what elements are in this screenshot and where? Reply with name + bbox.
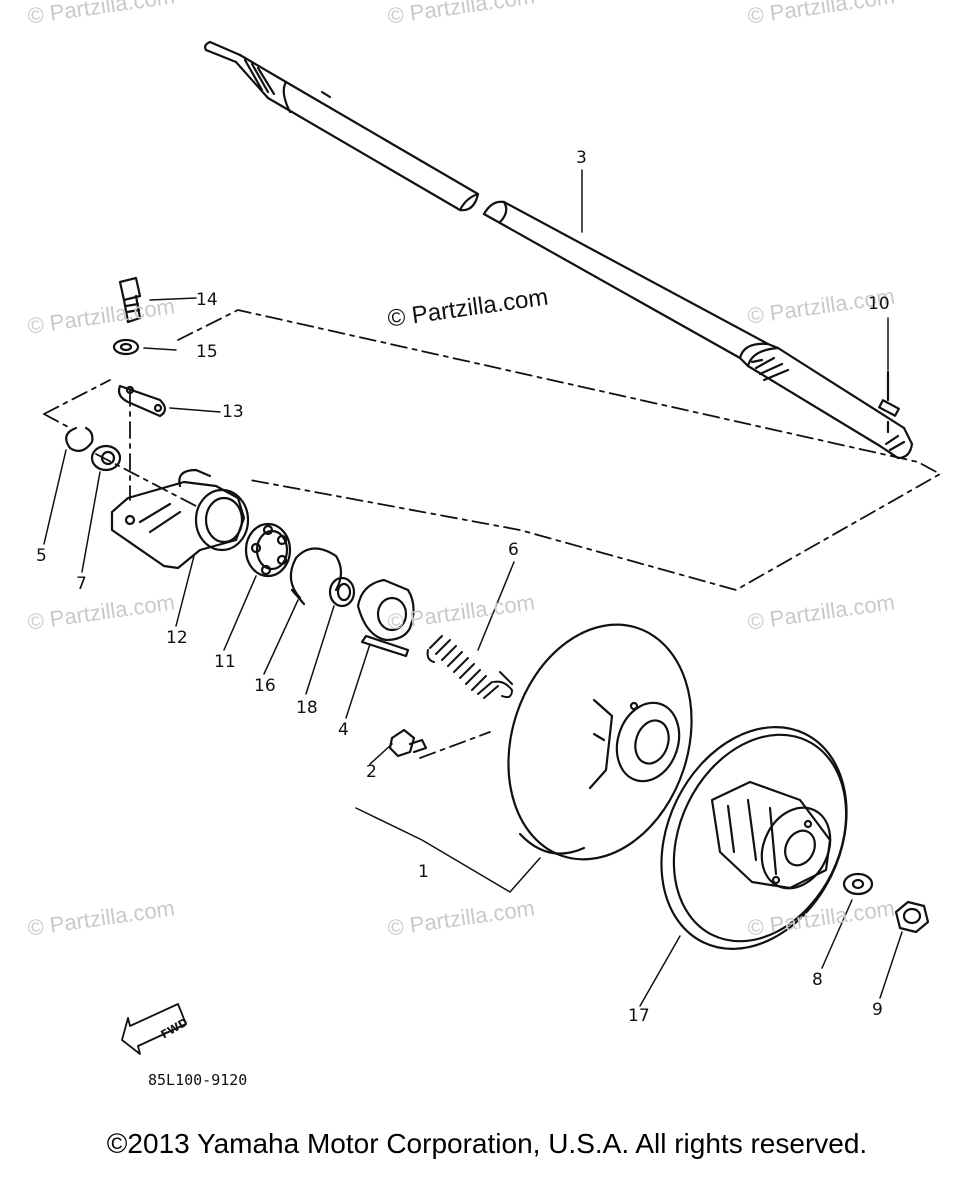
callout-15: 15 [196,342,218,362]
callout-12: 12 [166,628,188,648]
callout-1: 1 [418,862,429,882]
nut-9 [894,900,930,934]
reference-lines [43,309,941,759]
sheave-1 [507,623,693,861]
plate-13 [117,384,167,418]
bolt-14 [118,276,142,324]
callout-14: 14 [196,290,218,310]
ball-bearing-11 [244,522,292,578]
spring-6 [426,635,513,699]
cam-4 [356,578,415,658]
copyright-notice: ©2013 Yamaha Motor Corporation, U.S.A. A… [106,1128,868,1159]
callout-5: 5 [36,546,47,566]
callout-13: 13 [222,402,244,422]
leader-lines [43,169,903,1007]
washer-15 [112,338,140,356]
callout-4: 4 [338,720,349,740]
callout-2: 2 [366,762,377,782]
callout-16: 16 [254,676,276,696]
washer-8 [842,872,874,896]
callout-9: 9 [872,1000,883,1020]
washer-7 [90,444,122,472]
callout-11: 11 [214,652,236,672]
bolt-2 [388,728,428,758]
circlip-5 [65,426,94,453]
callout-7: 7 [76,574,87,594]
sheave-17 [660,726,848,950]
callout-6: 6 [508,540,519,560]
bearing-housing-12 [110,468,250,570]
fwd-arrow-icon [121,1003,187,1055]
snap-ring-16 [289,547,343,600]
callout-8: 8 [812,970,823,990]
secondary-shaft [204,40,914,460]
callout-3: 3 [576,148,587,168]
drawing-number: 85L100-9120 [148,1071,248,1089]
callout-17: 17 [628,1006,650,1026]
callout-10: 10 [868,294,890,314]
callout-18: 18 [296,698,318,718]
bushing-18 [328,576,356,608]
